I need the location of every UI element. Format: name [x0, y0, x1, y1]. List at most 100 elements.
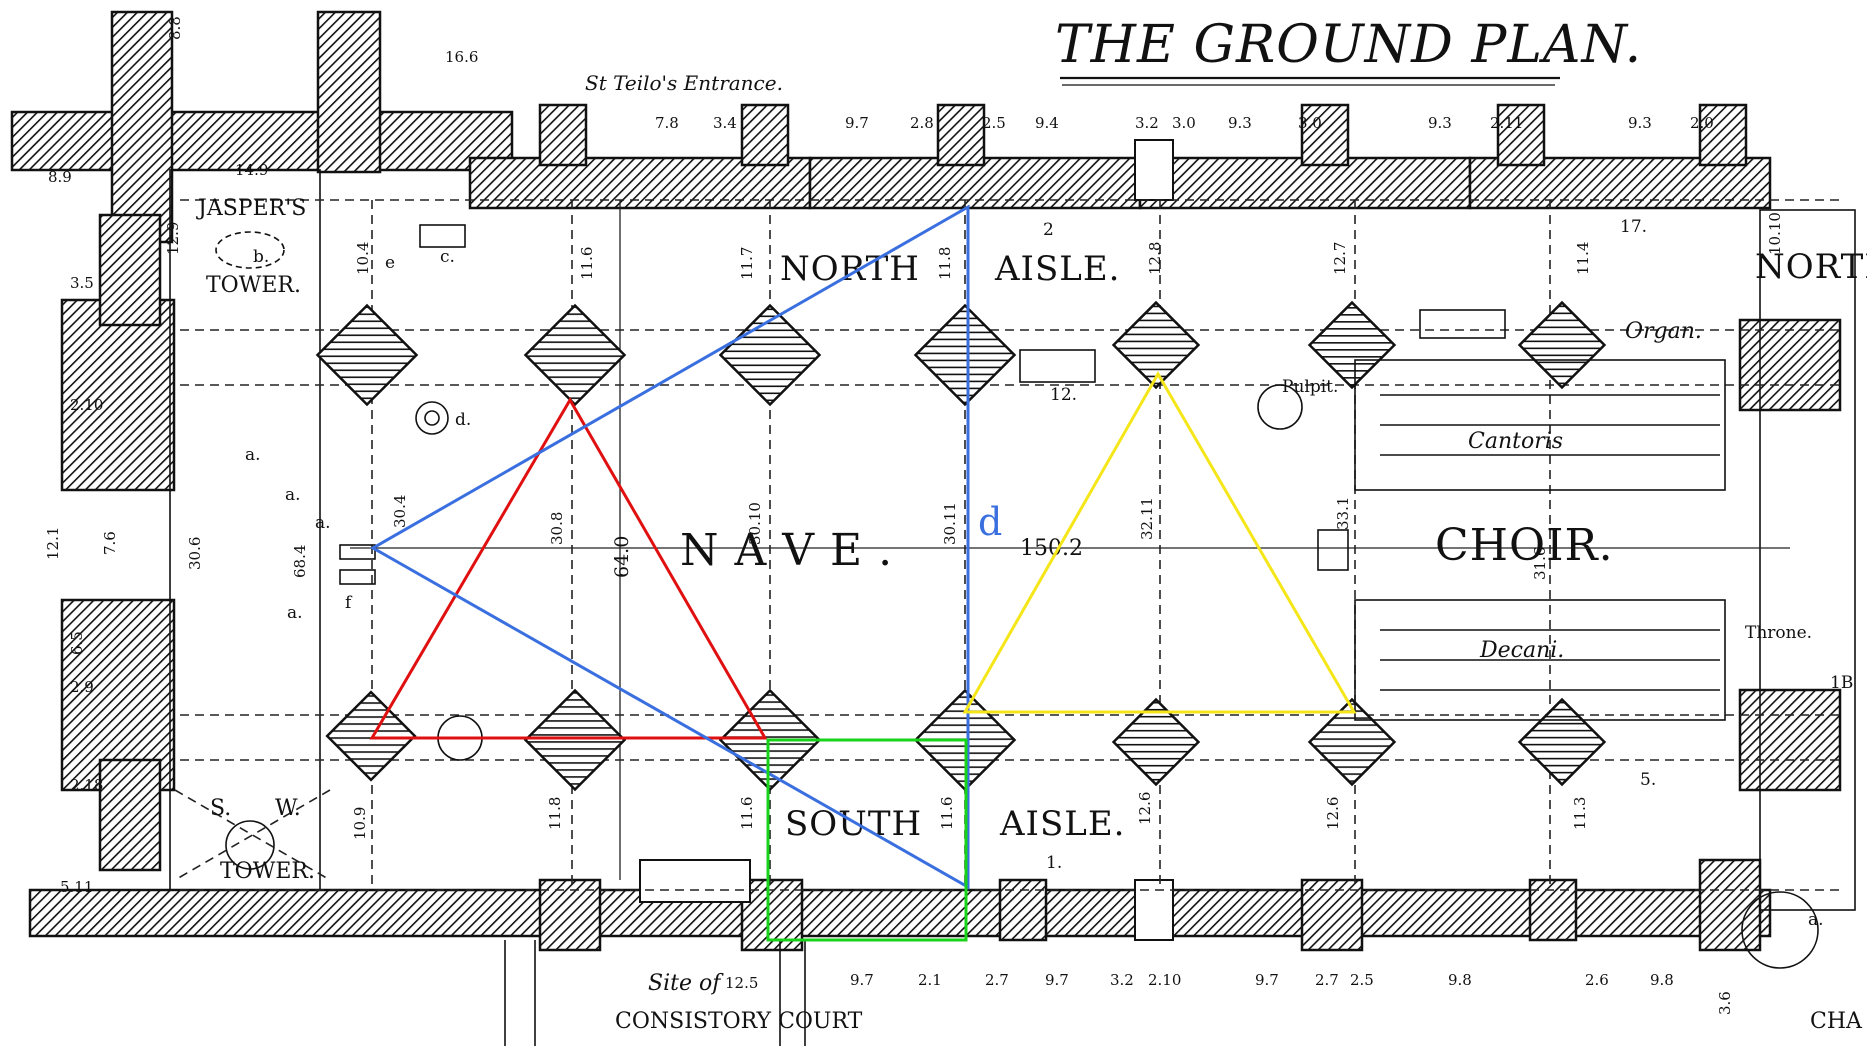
dim-nave-7: 31.6 — [1531, 547, 1549, 580]
dim-top-15: 2.0 — [1690, 114, 1714, 132]
decani-label: Decani. — [1479, 638, 1564, 663]
dim-lower-1: 11.8 — [546, 797, 564, 830]
dim-top-2: 7.8 — [655, 114, 679, 132]
dim-bottom-3: 9.7 — [1045, 971, 1069, 989]
dim-span-7: 10.10 — [1766, 212, 1784, 255]
consistory-court-label: CONSISTORY COURT — [615, 1009, 863, 1034]
mark-a-1: a. — [245, 445, 261, 465]
south-wall — [28, 858, 1772, 1046]
dim-top-4: 9.7 — [845, 114, 869, 132]
dim-top-14: 9.3 — [1628, 114, 1652, 132]
south-aisle-label-1: SOUTH — [785, 804, 922, 844]
dim-top-11: 3.0 — [1298, 114, 1322, 132]
cha-label: CHA — [1810, 1009, 1863, 1034]
dim-span-2: 11.7 — [738, 247, 756, 280]
mark-c: c. — [440, 247, 455, 267]
dim-lower-2: 11.6 — [738, 797, 756, 830]
dim-top-3: 3.4 — [713, 114, 737, 132]
dim-lower-5: 12.6 — [1324, 797, 1342, 830]
dim-top-1: 16.6 — [445, 48, 478, 66]
dim-bottom-5: 2.10 — [1148, 971, 1181, 989]
dim-top-6: 2.5 — [982, 114, 1006, 132]
dim-bottom-7: 2.7 — [1315, 971, 1339, 989]
mark-1: 1. — [1046, 853, 1062, 873]
dim-lower-3: 11.6 — [938, 797, 956, 830]
dim-bottom-0: 9.7 — [850, 971, 874, 989]
dim-nave-0: 30.4 — [391, 495, 409, 528]
dim-left-0: 14.9 — [235, 161, 268, 179]
choir-label: CHOIR. — [1435, 520, 1614, 571]
organ-label: Organ. — [1625, 319, 1702, 344]
dim-left-7: 30.6 — [186, 537, 204, 570]
sw-tower-w-label: W. — [275, 796, 301, 821]
overlays: d — [369, 204, 1357, 942]
dim-top-7: 9.4 — [1035, 114, 1059, 132]
dim-nave-4: 30.11 — [941, 502, 959, 545]
dim-left-6: 7.6 — [101, 531, 119, 555]
dim-bottom-10: 2.6 — [1585, 971, 1609, 989]
mark-d: d. — [455, 410, 471, 430]
dim-top-8: 3.2 — [1135, 114, 1159, 132]
green-square — [766, 738, 968, 942]
north-aisle-label-1: NORTH — [780, 249, 920, 289]
dim-lower-0: 10.9 — [351, 807, 369, 840]
dim-nave-5: 32.11 — [1138, 497, 1156, 540]
nave-dimensions: 30.4 30.8 64.0 30.10 30.11 32.11 33.1 31… — [391, 495, 1549, 580]
dim-top-10: 9.3 — [1228, 114, 1252, 132]
throne-label: Throne. — [1745, 623, 1812, 643]
mark-f: f — [345, 593, 353, 613]
site-dim-label: 12.5 — [725, 974, 758, 992]
dim-span-4: 12.8 — [1146, 242, 1164, 275]
west-wall — [60, 169, 331, 891]
dim-left-11: 2.18 — [70, 776, 103, 794]
dim-left-10: 2.9 — [70, 678, 94, 696]
lower-dimensions: 10.9 11.8 11.6 11.6 12.6 12.6 11.3 — [351, 792, 1589, 840]
dim-top-0: 8.8 — [166, 16, 184, 40]
dim-span-5: 12.7 — [1331, 242, 1349, 275]
dim-span-1: 11.6 — [578, 247, 596, 280]
dim-bottom-6: 9.7 — [1255, 971, 1279, 989]
south-aisle-label-2: AISLE. — [999, 804, 1125, 844]
dim-nave-3: 30.10 — [746, 502, 764, 545]
mark-1b: 1B — [1830, 673, 1853, 693]
east-end — [1738, 209, 1856, 969]
reference-marks: b. c. d. e f a. a. a. a. a. 1. 2 5. 12. … — [245, 217, 1853, 930]
dim-left-12: 5.11 — [60, 878, 93, 896]
dim-bottom-12: 3.6 — [1716, 991, 1734, 1015]
mark-a-5: a. — [1808, 910, 1824, 930]
jaspers-tower-label: JASPER'S — [196, 196, 306, 221]
bottom-dimensions: 9.7 2.1 2.7 9.7 3.2 2.10 9.7 2.7 2.5 9.8… — [850, 971, 1734, 1015]
dim-left-3: 3.5 — [70, 274, 94, 292]
north-piers — [315, 300, 1607, 407]
dim-left-4: 2.10 — [70, 396, 103, 414]
mark-2: 2 — [1043, 220, 1054, 240]
dim-bottom-2: 2.7 — [985, 971, 1009, 989]
dim-top-5: 2.8 — [910, 114, 934, 132]
dim-left-2: 12.9 — [164, 222, 182, 255]
mark-a-2: a. — [285, 485, 301, 505]
dim-bottom-1: 2.1 — [918, 971, 942, 989]
area-labels: St Teilo's Entrance. JASPER'S TOWER. NOR… — [196, 71, 1867, 1034]
dim-left-9: 6.5 — [68, 631, 86, 655]
cantoris-label: Cantoris — [1468, 429, 1563, 454]
st-teilos-entrance-label: St Teilo's Entrance. — [585, 71, 783, 95]
mark-a-3: a. — [315, 513, 331, 533]
dim-bottom-4: 3.2 — [1110, 971, 1134, 989]
dim-bottom-9: 9.8 — [1448, 971, 1472, 989]
dim-left-1: 8.9 — [48, 168, 72, 186]
left-dimensions: 14.9 8.9 12.9 3.5 2.10 12.1 7.6 30.6 68.… — [44, 161, 309, 896]
mark-a-4: a. — [287, 603, 303, 623]
dim-left-5: 12.1 — [44, 527, 62, 560]
dim-nave-2: 64.0 — [611, 536, 633, 578]
jaspers-tower-label-2: TOWER. — [206, 273, 301, 298]
dim-span-6: 11.4 — [1574, 242, 1592, 275]
north-edge-label: NORTH — [1755, 247, 1867, 287]
plan-title: THE GROUND PLAN. — [1055, 15, 1642, 75]
mark-12: 12. — [1050, 385, 1077, 405]
dim-top-9: 3.0 — [1172, 114, 1196, 132]
sw-tower-label: TOWER. — [220, 859, 315, 884]
dim-left-8: 68.4 — [291, 545, 309, 578]
nave-label: N A V E . — [680, 525, 893, 576]
mark-e: e — [385, 253, 395, 273]
